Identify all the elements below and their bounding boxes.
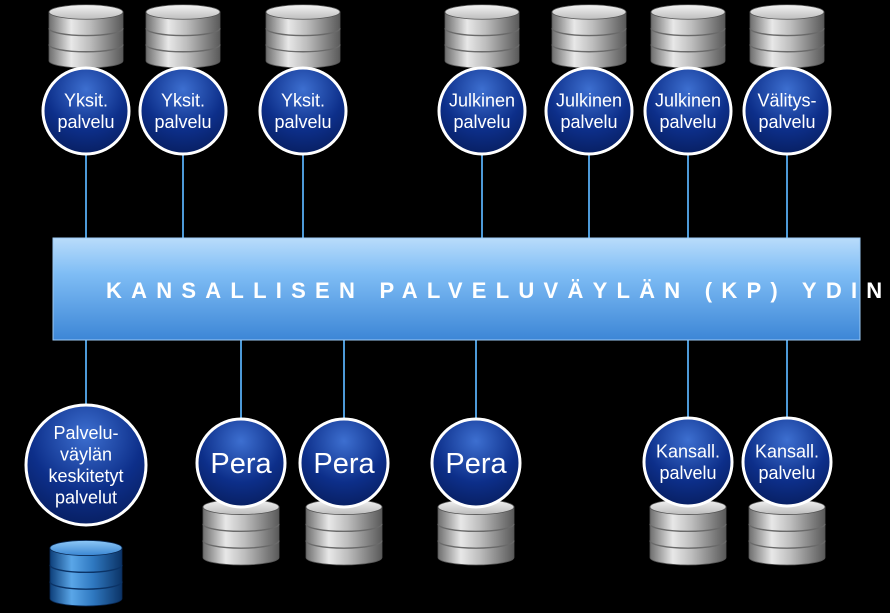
service-circle	[741, 416, 833, 508]
service-label: Pera	[210, 448, 272, 480]
bus-title: KANSALLISEN PALVELUVÄYLÄN (KP) YDIN	[106, 278, 890, 303]
top-service-row: Yksit.palvelu Yksit.palvelu Yksit.palvelu J…	[41, 4, 832, 156]
service-circle	[298, 417, 390, 509]
service-node: Yksit.palvelu	[258, 66, 348, 156]
service-circle	[643, 66, 733, 156]
service-circle	[544, 66, 634, 156]
service-label: Yksit.palvelu	[274, 91, 331, 133]
gray-database-icon	[265, 4, 341, 69]
gray-database-icon	[748, 499, 826, 566]
service-node: Välitys-palvelu	[742, 66, 832, 156]
gray-database-icon	[437, 499, 515, 566]
service-circle	[138, 66, 228, 156]
service-circle	[430, 417, 522, 509]
service-node: Kansall.palvelu	[741, 416, 833, 508]
service-label: Pera	[313, 448, 375, 480]
service-bus-core: KANSALLISEN PALVELUVÄYLÄN (KP) YDIN	[52, 237, 890, 341]
service-circle	[437, 66, 527, 156]
gray-database-icon	[749, 4, 825, 69]
service-label: Kansall.palvelu	[656, 442, 720, 484]
connector-lines	[85, 140, 788, 419]
blue-database-icon	[49, 540, 123, 607]
service-circle	[258, 66, 348, 156]
gray-database-icon	[145, 4, 221, 69]
service-circle	[195, 417, 287, 509]
service-label: Pera	[445, 448, 507, 480]
service-label: Kansall.palvelu	[755, 442, 819, 484]
gray-database-icon	[305, 499, 383, 566]
service-circle	[41, 66, 131, 156]
service-circle	[742, 66, 832, 156]
service-node: Pera	[195, 417, 287, 509]
gray-database-icon	[48, 4, 124, 69]
service-node: Yksit.palvelu	[41, 66, 131, 156]
service-label: Yksit.palvelu	[57, 91, 114, 133]
gray-database-icon	[444, 4, 520, 69]
service-node: Pera	[430, 417, 522, 509]
service-label: Yksit.palvelu	[154, 91, 211, 133]
gray-database-icon	[202, 499, 280, 566]
service-circle	[24, 403, 148, 527]
service-node: Pera	[298, 417, 390, 509]
bus-bar	[52, 237, 861, 341]
gray-database-icon	[551, 4, 627, 69]
service-node: Yksit.palvelu	[138, 66, 228, 156]
service-label: Välitys-palvelu	[757, 91, 816, 133]
gray-database-icon	[650, 4, 726, 69]
service-circle	[642, 416, 734, 508]
service-node: Kansall.palvelu	[642, 416, 734, 508]
gray-database-icon	[649, 499, 727, 566]
